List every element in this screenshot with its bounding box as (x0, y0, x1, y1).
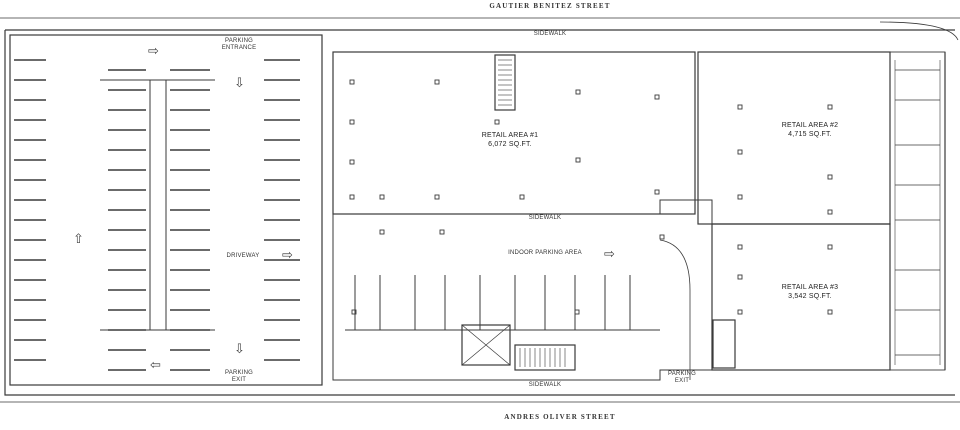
structural-column (434, 194, 440, 200)
parking-exit-right-label: PARKING EXIT (657, 371, 707, 385)
sidewalk-label-top: SIDEWALK (533, 31, 567, 37)
structural-column (827, 244, 833, 250)
site-boundary (4, 29, 955, 396)
structural-column (349, 79, 355, 85)
structural-column (827, 104, 833, 110)
structural-column (737, 309, 743, 315)
stair-top (494, 54, 516, 111)
retail-area-2-label: RETAIL AREA #2 4,715 SQ.FT. (765, 121, 855, 139)
parking-exit-right-line1: PARKING (668, 371, 696, 377)
parking-island (149, 79, 167, 331)
arrow-right-icon: ⇨ (604, 247, 615, 262)
parking-entrance-line2: ENTRANCE (221, 45, 257, 51)
structural-column (379, 229, 385, 235)
structural-column (827, 209, 833, 215)
structural-column (737, 194, 743, 200)
structural-column (439, 229, 445, 235)
structural-column (434, 79, 440, 85)
structural-column (575, 157, 581, 163)
retail-area-1-size: 6,072 SQ.FT. (488, 141, 532, 148)
driveway-label: DRIVEWAY (226, 253, 260, 259)
open-parking-lot (9, 34, 323, 386)
structural-column (574, 309, 580, 315)
parking-exit-left-line1: PARKING (225, 370, 253, 376)
retail-area-2-size: 4,715 SQ.FT. (788, 131, 832, 138)
retail-area-1-label: RETAIL AREA #1 6,072 SQ.FT. (465, 131, 555, 149)
structural-column (737, 274, 743, 280)
parking-entrance-line1: PARKING (225, 38, 253, 44)
street-label-north: GAUTIER BENITEZ STREET (489, 2, 611, 10)
structural-column (349, 194, 355, 200)
retail-area-3-label: RETAIL AREA #3 3,542 SQ.FT. (765, 283, 855, 301)
structural-column (827, 309, 833, 315)
retail-area-3-name: RETAIL AREA #3 (781, 284, 839, 291)
structural-column (349, 119, 355, 125)
arrow-right-icon: ⇨ (148, 44, 159, 59)
structural-column (379, 194, 385, 200)
arrow-down-icon: ⇩ (234, 76, 245, 91)
indoor-parking-label: INDOOR PARKING AREA (508, 250, 582, 256)
indoor-parking-outline (332, 199, 713, 381)
parking-entrance-label: PARKING ENTRANCE (214, 38, 264, 52)
structural-column (575, 89, 581, 95)
parking-exit-left-line2: EXIT (231, 377, 247, 383)
site-curve-ne (879, 21, 959, 41)
structural-column (737, 244, 743, 250)
structural-column (737, 149, 743, 155)
structural-column (737, 104, 743, 110)
structural-column (827, 174, 833, 180)
structural-column (654, 94, 660, 100)
arrow-down-icon: ⇩ (234, 342, 245, 357)
arrow-left-icon: ⇦ (150, 358, 161, 373)
parking-exit-right-line2: EXIT (674, 378, 690, 384)
storage-box (712, 319, 736, 369)
arrow-up-icon: ⇧ (73, 232, 84, 247)
retail-area-3-size: 3,542 SQ.FT. (788, 293, 832, 300)
sidewalk-label-bottom: SIDEWALK (528, 382, 562, 388)
sidewalk-label-mid: SIDEWALK (528, 215, 562, 221)
parking-exit-left-label: PARKING EXIT (214, 370, 264, 384)
retail-area-1-name: RETAIL AREA #1 (481, 132, 539, 139)
street-label-south: ANDRES OLIVER STREET (504, 413, 616, 421)
structural-column (349, 159, 355, 165)
stair-bottom (514, 344, 576, 371)
structural-column (351, 309, 357, 315)
structural-column (519, 194, 525, 200)
structural-column (659, 234, 665, 240)
arrow-right-icon: ⇨ (282, 248, 293, 263)
structural-column (654, 189, 660, 195)
retail-area-2-name: RETAIL AREA #2 (781, 122, 839, 129)
elevator-bottom (461, 324, 511, 366)
structural-column (494, 119, 500, 125)
